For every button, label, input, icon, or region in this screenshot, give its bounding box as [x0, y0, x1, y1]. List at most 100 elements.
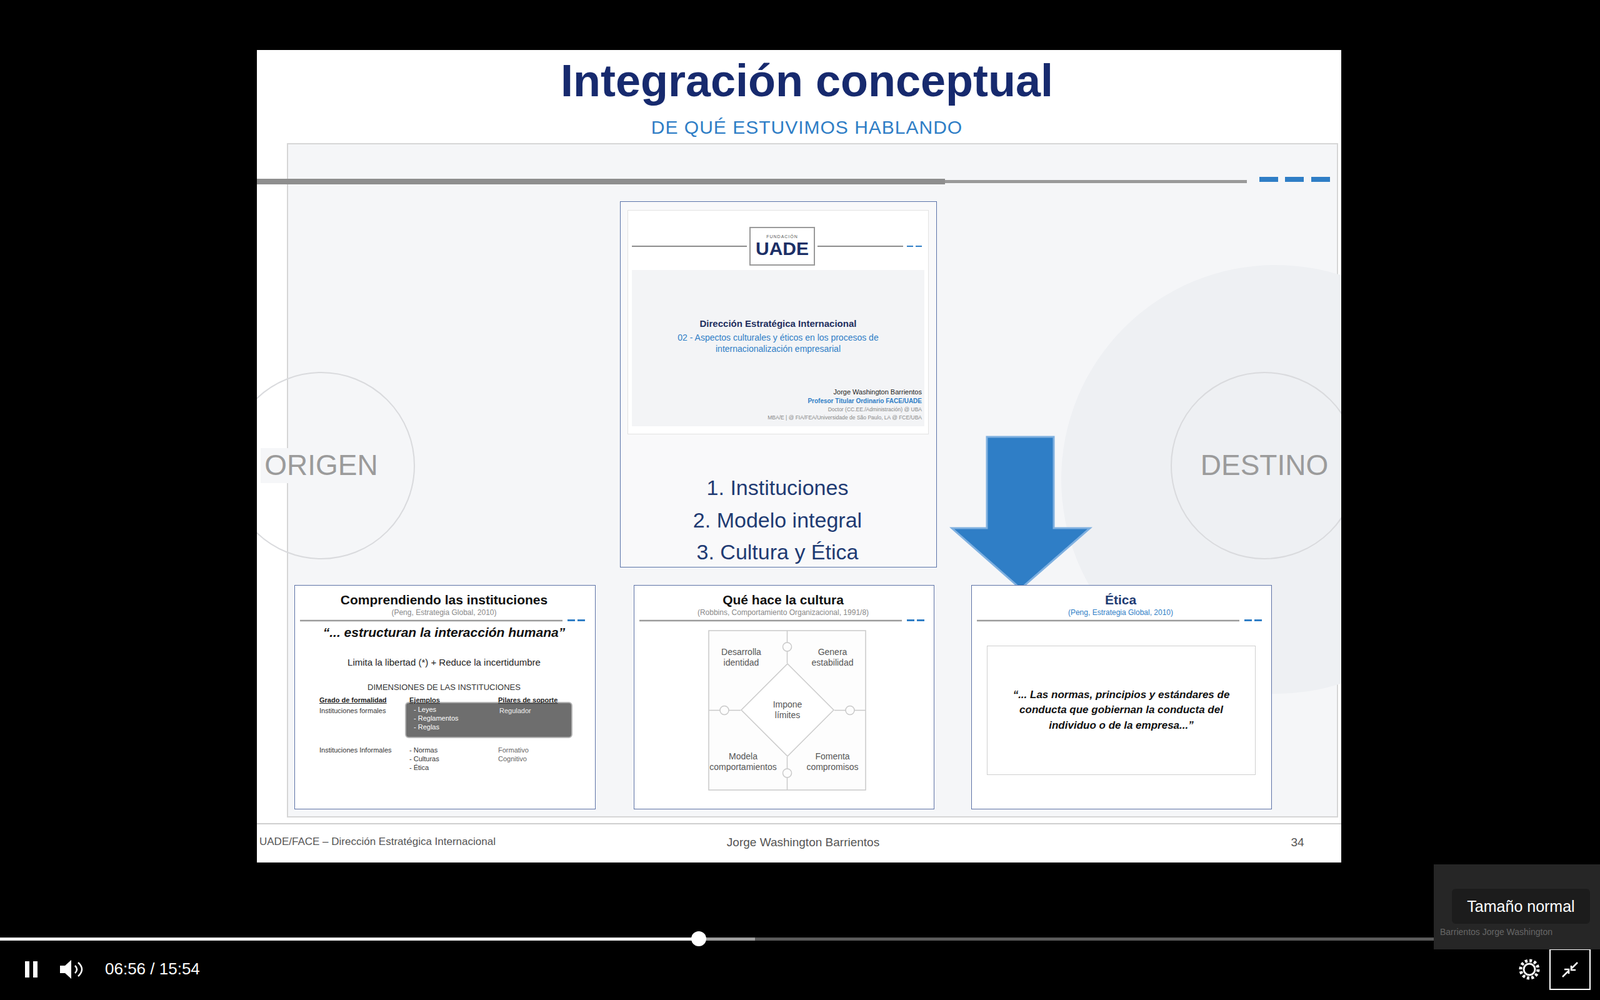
puzzle-knob: [783, 768, 792, 778]
puzzle-knob: [845, 706, 855, 715]
node-text: (Peng, Estrategia Global, 2010): [971, 608, 1270, 617]
header-rule: [300, 620, 563, 622]
node-text: Limita la libertad (*) + Reduce la incer…: [295, 656, 594, 669]
node-text: (Peng, Estrategia Global, 2010): [295, 608, 594, 617]
node-text: 02 - Aspectos culturales y éticos en los…: [659, 331, 897, 355]
control-shade: [0, 812, 1600, 1000]
node-text: 3. Cultura y Ética: [620, 539, 935, 565]
slide-page-number: 34: [1281, 835, 1314, 850]
node-text: Instituciones formales: [319, 706, 404, 715]
node-text: Fomenta compromisos: [801, 751, 864, 773]
node-text: DESTINO: [1200, 448, 1329, 483]
node-text: Genera estabilidad: [801, 646, 864, 669]
title-rule: [256, 178, 945, 185]
puzzle-knob: [720, 706, 729, 715]
node-text: - Leyes: [413, 705, 489, 714]
title-dash: [1311, 176, 1330, 182]
node-text: Profesor Titular Ordinario FACE/UADE: [721, 397, 922, 405]
puzzle-piece: Fomenta compromisos: [786, 710, 867, 790]
settings-icon-teeth: [1520, 960, 1539, 979]
volume-waves: [75, 962, 82, 977]
pause-icon: [25, 961, 30, 978]
node-text: Grado de formalidad: [319, 696, 407, 705]
footer-rule: [256, 823, 1342, 825]
ethics-quote-box: “... Las normas, principios y estándares…: [986, 645, 1256, 775]
tooltip: Tamaño normal: [1451, 888, 1590, 924]
slide-subtitle: DE QUÉ ESTUVIMOS HABLANDO: [494, 116, 1120, 139]
node-text: - Culturas: [409, 755, 485, 764]
node-text: Dirección Estratégica Internacional: [653, 318, 904, 330]
exit-fullscreen-icon: [1562, 962, 1578, 977]
node-text: (Robbins, Comportamiento Organizacional,…: [634, 608, 932, 617]
agenda-box: FUNDACIÓNUADE Dirección Estratégica Inter…: [620, 201, 937, 568]
node-text: Jorge Washington Barrientos: [721, 388, 922, 397]
node-text: ORIGEN: [260, 448, 382, 483]
node-text: DIMENSIONES DE LAS INSTITUCIONES: [295, 682, 594, 693]
thumbnail-rule: [817, 245, 904, 247]
node-text: “... Las normas, principios y estándares…: [1002, 687, 1240, 734]
node-text: 1. Instituciones: [620, 475, 935, 501]
header-dash: [577, 619, 585, 622]
node-text: Regulador: [499, 706, 562, 715]
node-text: MBA/E | @ FIA/FEA/Universidade de São Pa…: [646, 414, 922, 421]
formal-institutions-highlight: - Leyes- Reglamentos- Reglas Regulador: [405, 701, 573, 739]
header-dash: [1244, 619, 1252, 622]
title-rule: [945, 180, 1247, 184]
node-text: - Ética: [409, 763, 485, 772]
slide-footer-author: Jorge Washington Barrientos: [678, 835, 929, 850]
progress-track: [0, 937, 1600, 941]
title-dash: [1285, 176, 1304, 182]
node-text: - Normas: [409, 746, 485, 755]
node-text: - Reglamentos: [413, 714, 489, 723]
thumbnail-dash: [906, 245, 914, 247]
exit-fullscreen-frame: [1550, 949, 1590, 990]
node-text: Desarrolla identidad: [710, 646, 773, 669]
thumbnail-rule: [631, 245, 747, 247]
node-text: Impone límites: [762, 699, 813, 721]
progress-knob: [691, 931, 707, 947]
node-text: FUNDACIÓN: [766, 234, 799, 240]
slide-title: Integración conceptual: [463, 55, 1151, 107]
ethics-card: “... Las normas, principios y estándares…: [971, 585, 1272, 810]
thumbnail-dash: [915, 245, 922, 247]
node-text: - Reglas: [413, 723, 489, 732]
progress-buffered: [0, 937, 755, 941]
node-text: Ejemplos: [409, 696, 485, 705]
diamond-shape: [741, 663, 834, 757]
puzzle-diamond: Impone límites: [740, 663, 835, 757]
node-text: “... estructuran la interacción humana”: [300, 624, 589, 640]
progress-played: [0, 937, 699, 941]
puzzle-piece: Modela comportamientos: [708, 710, 787, 790]
node-text: Comprendiendo las instituciones: [295, 591, 594, 608]
cover-slide-thumbnail: FUNDACIÓNUADE Dirección Estratégica Inter…: [627, 210, 929, 435]
title-dash: [1259, 176, 1279, 182]
node-text: Cognitivo: [498, 755, 574, 764]
institutions-card: - Leyes- Reglamentos- Reglas Regulador Com…: [294, 585, 596, 810]
node-text: Tamaño normal: [1466, 896, 1575, 916]
header-dash: [906, 619, 915, 622]
pause-icon: [33, 961, 38, 978]
node-text: Modela comportamientos: [706, 751, 780, 773]
culture-card: Desarrolla identidad Genera estabilidadIm…: [633, 585, 935, 810]
puzzle-knob: [783, 642, 792, 652]
header-rule: [639, 620, 902, 622]
node-text: Instituciones Informales: [319, 746, 407, 755]
node-text: UADE: [755, 239, 809, 259]
slide-footer-course: UADE/FACE – Dirección Estratégica Intern…: [259, 835, 635, 849]
header-rule: [976, 620, 1240, 622]
video-time: 06:56 / 15:54: [105, 959, 268, 979]
node-text: Pilares de soporte: [498, 696, 586, 705]
thumbnail-panel: [631, 270, 925, 427]
node-text: Doctor (CC.EE./Administración) @ UBA: [678, 406, 922, 413]
node-text: Ética: [971, 591, 1270, 608]
highlight-arrow: [951, 436, 1090, 589]
uade-logo: FUNDACIÓNUADE: [749, 226, 815, 266]
header-dash: [567, 619, 575, 622]
node-text: Barrientos Jorge Washington: [1440, 926, 1597, 938]
settings-icon: [1523, 963, 1535, 975]
volume-icon: [60, 960, 72, 979]
header-dash: [916, 619, 925, 622]
slide: Integración conceptual DE QUÉ ESTUVIMOS H…: [256, 50, 1342, 863]
node-text: 2. Modelo integral: [620, 507, 935, 534]
node-text: Formativo: [498, 746, 574, 755]
